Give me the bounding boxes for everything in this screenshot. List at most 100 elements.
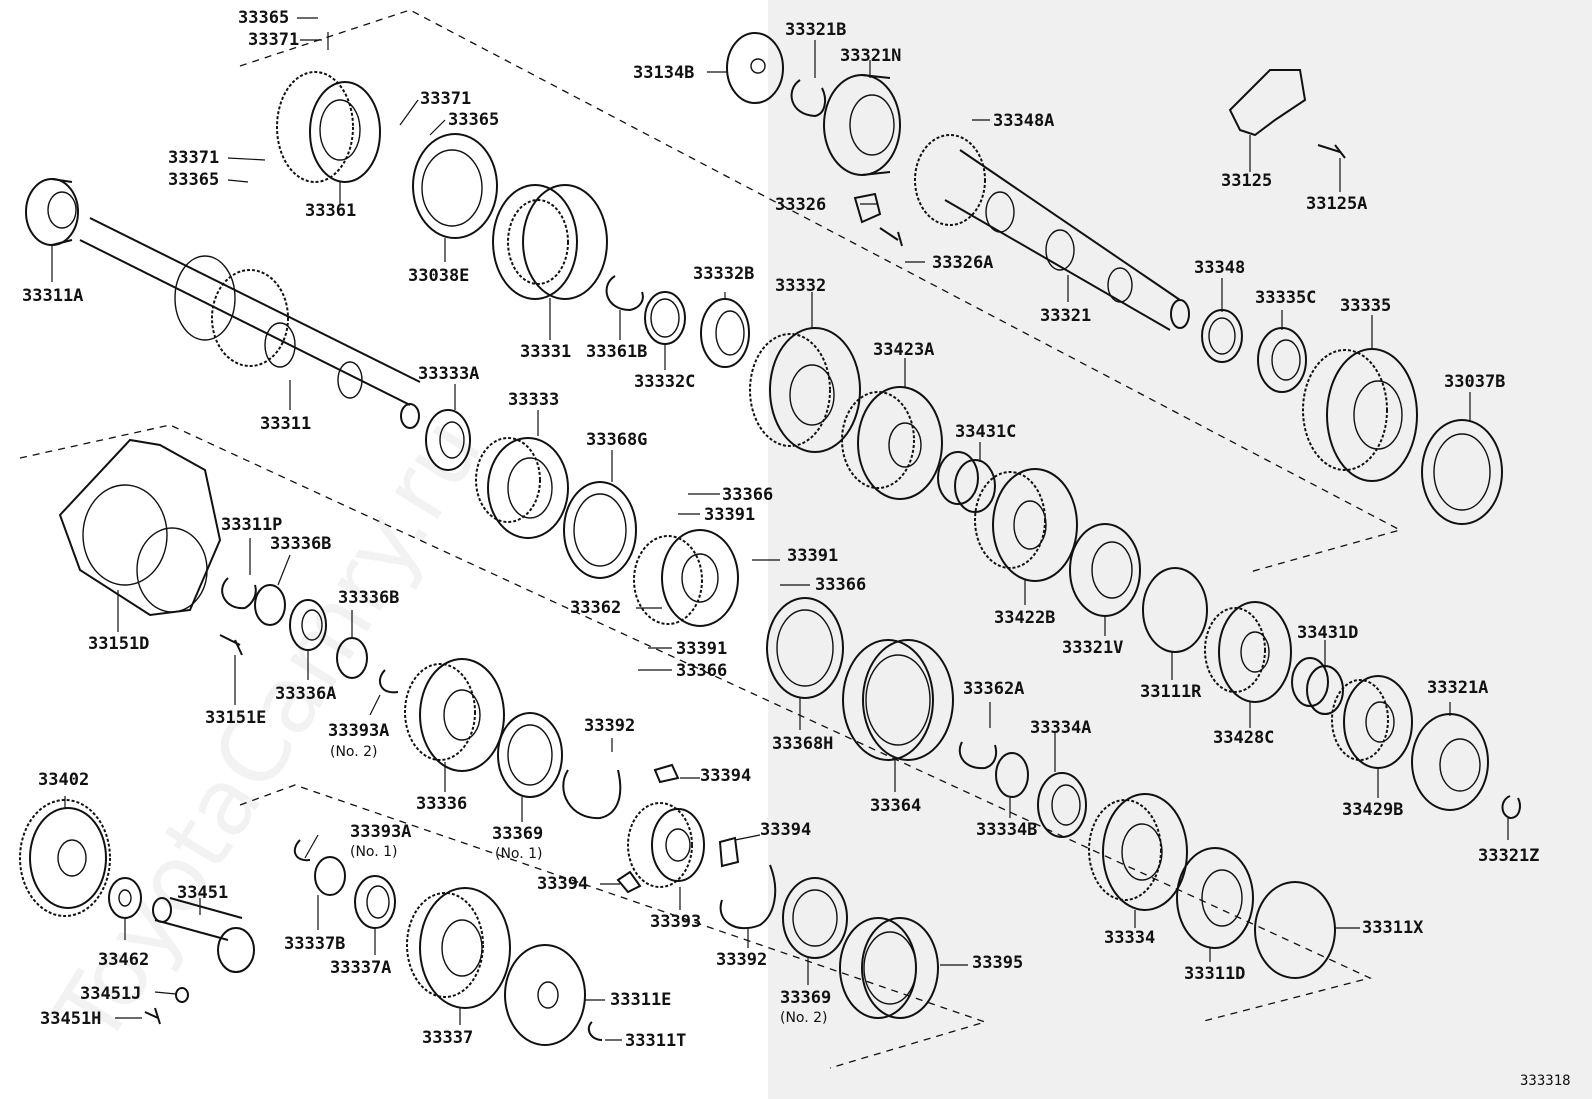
part-label: 33311: [260, 414, 312, 434]
part-label: 33321Z: [1478, 846, 1540, 866]
part-label: 33365: [238, 8, 290, 28]
part-label: 33333A: [418, 364, 480, 384]
part-label: 33391: [704, 505, 756, 525]
part-label: 33395: [972, 953, 1024, 973]
snap-33362a: [958, 741, 998, 770]
snap-33321z: [1501, 795, 1521, 820]
bearing-33321a: [1411, 713, 1489, 811]
part-label: 33311E: [610, 990, 672, 1010]
washer-33348: [1201, 309, 1243, 363]
part-label: 33337: [422, 1028, 474, 1048]
bracket-33326: [853, 192, 882, 224]
part-label: 33391: [787, 546, 839, 566]
snap-33311p: [221, 577, 257, 610]
part-label: 33331: [520, 342, 572, 362]
washer-33332c: [644, 291, 686, 345]
ring-33311x: [1254, 881, 1336, 979]
part-label: 33335: [1340, 296, 1392, 316]
gear-33428c: [1204, 601, 1292, 703]
snap-33392-a: [562, 769, 622, 820]
leader-lines: [51, 17, 1509, 1041]
part-label: 33391: [676, 639, 728, 659]
part-label: 33326: [775, 195, 827, 215]
part-label: 33334B: [976, 820, 1038, 840]
part-label: 33371: [420, 89, 472, 109]
part-label: 33326A: [932, 253, 994, 273]
part-label: 33431C: [955, 422, 1017, 442]
gear-33337: [406, 887, 511, 1009]
bearing-33334a: [1037, 772, 1087, 838]
part-label: 33111R: [1140, 682, 1202, 702]
gear-33335: [1302, 348, 1418, 482]
part-label: 33428C: [1213, 728, 1275, 748]
hub-33393: [627, 802, 705, 888]
part-note: (No. 2): [780, 1010, 828, 1026]
input-shaft-33311: [79, 217, 421, 429]
collar-33431d: [1291, 657, 1344, 715]
bearing-33321v: [1069, 523, 1141, 617]
gear-33336: [404, 658, 505, 772]
part-label: 33038E: [408, 266, 470, 286]
part-label: 33125: [1221, 171, 1273, 191]
lower-group-outline: [239, 784, 988, 1069]
part-label: 33332B: [693, 264, 755, 284]
bearing-33335c: [1257, 327, 1307, 393]
part-label: 33402: [38, 770, 90, 790]
part-label: 33431D: [1297, 623, 1359, 643]
part-label: 33336: [416, 794, 468, 814]
sleeve-33364: [842, 639, 954, 761]
diagram-id: 333318: [1520, 1073, 1571, 1089]
plate-33134b: [726, 32, 784, 104]
part-label: 33371: [168, 148, 220, 168]
part-label: 33151E: [205, 708, 267, 728]
gear-33332: [749, 327, 861, 453]
part-label: 33368G: [586, 430, 648, 450]
bearing-33311a: [25, 178, 79, 246]
hub-33362: [633, 529, 739, 627]
snap-ring-33321b: [790, 79, 827, 118]
part-note: (No. 1): [495, 846, 543, 862]
part-label: 33311P: [221, 515, 283, 535]
bearing-33321n: [823, 74, 901, 176]
part-label: 33429B: [1342, 800, 1404, 820]
gear-33334: [1088, 793, 1188, 911]
part-label: 33371: [248, 30, 300, 50]
part-label: 33394: [700, 766, 752, 786]
bolt-33326a: [879, 227, 903, 247]
bolt-33125a: [1317, 144, 1346, 159]
part-label: 33451J: [80, 984, 142, 1004]
snap-ring-33361b: [605, 275, 644, 312]
part-label: 33348A: [993, 111, 1055, 131]
ring-33368h: [766, 597, 844, 699]
part-label: 33321N: [840, 46, 902, 66]
part-label: 33125A: [1306, 194, 1368, 214]
key-33394-b: [718, 836, 740, 868]
part-label: 33333: [508, 390, 560, 410]
ring-33038e: [412, 133, 498, 239]
part-label: 33321B: [785, 20, 847, 40]
bearing-33337a: [354, 875, 396, 929]
key-33394-c: [616, 870, 642, 894]
bolt-33451h: [144, 1007, 161, 1025]
part-label: 33151D: [88, 634, 150, 654]
part-label: 33368H: [772, 734, 834, 754]
bearing-33311d: [1176, 847, 1254, 949]
part-note: (No. 1): [350, 844, 398, 860]
snap-33311t: [587, 1021, 603, 1041]
part-label: 33366: [676, 661, 728, 681]
output-shaft-33321: [914, 134, 1190, 331]
part-label: 33334: [1104, 928, 1156, 948]
key-33394-a: [653, 763, 680, 784]
part-label: 33336B: [270, 534, 332, 554]
part-label: 33362A: [963, 679, 1025, 699]
sleeve-33395: [839, 917, 939, 1019]
part-label: 33134B: [633, 63, 695, 83]
washer-33334b: [995, 752, 1029, 798]
gear-33423a: [841, 386, 943, 500]
part-label: 33369: [780, 988, 832, 1008]
washer-33462: [108, 877, 142, 919]
part-label: 33393: [650, 912, 702, 932]
snap-33393a-no2: [378, 669, 399, 694]
